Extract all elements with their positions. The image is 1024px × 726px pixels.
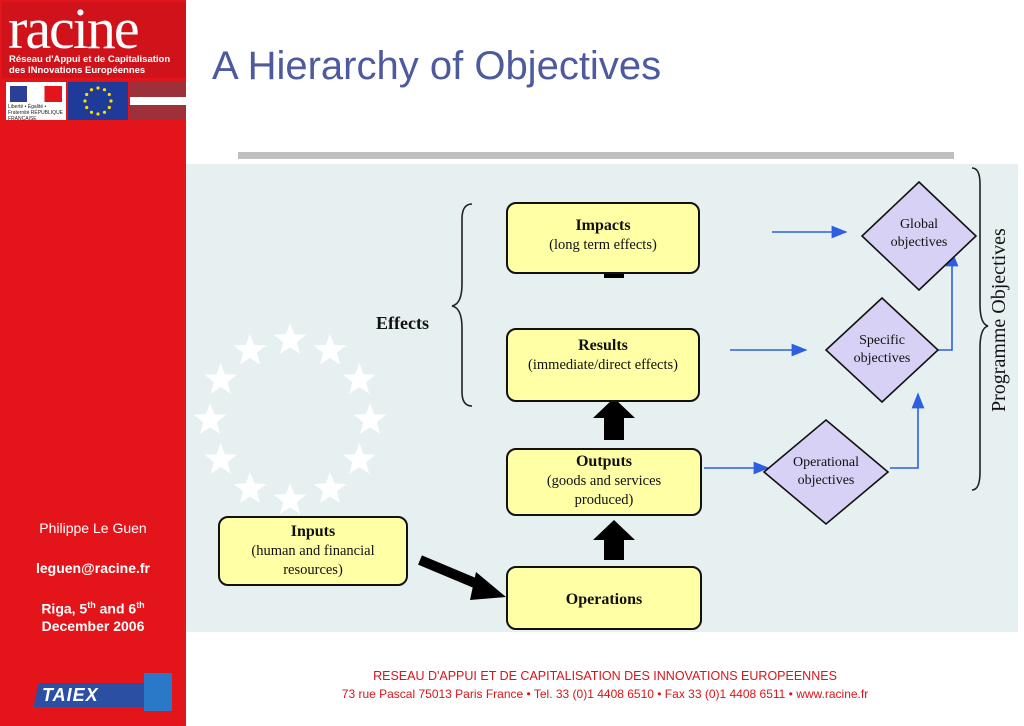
box-inputs: Inputs (human and financial resources): [218, 516, 408, 586]
box-results: Results (immediate/direct effects): [506, 328, 700, 402]
arrow-inputs-to-operations: [418, 555, 506, 600]
watermark-star-icon: [313, 472, 347, 503]
watermark-star-icon: [273, 483, 307, 514]
author-email[interactable]: leguen@racine.fr: [35, 560, 151, 576]
box-impacts: Impacts (long term effects): [506, 202, 700, 274]
title-divider: [238, 152, 954, 159]
arrow-specific-global: [938, 250, 959, 351]
global-objectives-label: Global objectives: [890, 217, 948, 250]
author-name: Philippe Le Guen: [39, 520, 147, 536]
diamond-specific: [824, 296, 940, 404]
diagram-graphics: [193, 167, 989, 600]
arrow-operational-specific: [890, 392, 925, 469]
eu-flag-icon: [68, 82, 128, 120]
watermark-star-icon: [353, 403, 387, 434]
french-republic-logo-icon: Liberté • Égalité • Fraternité RÉPUBLIQU…: [6, 82, 66, 122]
footer-organisation: RESEAU D'APPUI ET DE CAPITALISATION DES …: [373, 669, 837, 683]
event-date-line2: December 2006: [41, 618, 145, 634]
objectives-diagram: Impacts (long term effects) Results (imm…: [186, 164, 1018, 632]
programme-objectives-label: Programme Objectives: [988, 228, 1010, 412]
programme-brace: [971, 167, 989, 491]
taiex-logo: TAIEX: [33, 673, 172, 713]
box-operations: Operations: [506, 566, 702, 630]
arrow-up-outputs-results: [593, 398, 635, 440]
page-title: A Hierarchy of Objectives: [212, 44, 662, 88]
partner-flags: Liberté • Égalité • Fraternité RÉPUBLIQU…: [6, 82, 186, 122]
racine-logo: racine Réseau d'Appui et de Capitalisati…: [2, 0, 186, 78]
watermark-star-icon: [204, 363, 237, 394]
sidebar: racine Réseau d'Appui et de Capitalisati…: [0, 0, 186, 726]
diamond-operational: [762, 418, 890, 526]
specific-objectives-label: Specific objectives: [853, 333, 911, 366]
diamond-global: [860, 180, 978, 292]
effects-label: Effects: [376, 313, 429, 333]
watermark-star-icon: [204, 443, 237, 474]
event-date: Riga, 5th and 6th: [41, 600, 145, 617]
taiex-eu-flag-icon: [144, 673, 172, 711]
arrow-up-operations-outputs: [593, 520, 635, 560]
watermark-star-icon: [233, 333, 267, 365]
watermark-star-icon: [343, 443, 376, 474]
eu-stars-watermark: [193, 323, 387, 514]
box-outputs: Outputs (goods and services produced): [506, 448, 702, 516]
watermark-star-icon: [233, 472, 267, 503]
logo-wordmark: racine: [8, 0, 140, 61]
watermark-star-icon: [343, 363, 376, 394]
operational-objectives-label: Operational objectives: [792, 455, 860, 488]
latvia-flag-icon: [130, 82, 186, 120]
watermark-star-icon: [273, 323, 307, 354]
effects-brace: [451, 203, 473, 407]
watermark-star-icon: [193, 403, 227, 434]
watermark-star-icon: [313, 333, 347, 365]
logo-subtitle: Réseau d'Appui et de Capitalisation des …: [9, 54, 171, 76]
footer-contact[interactable]: 73 rue Pascal 75013 Paris France • Tel. …: [341, 687, 869, 701]
